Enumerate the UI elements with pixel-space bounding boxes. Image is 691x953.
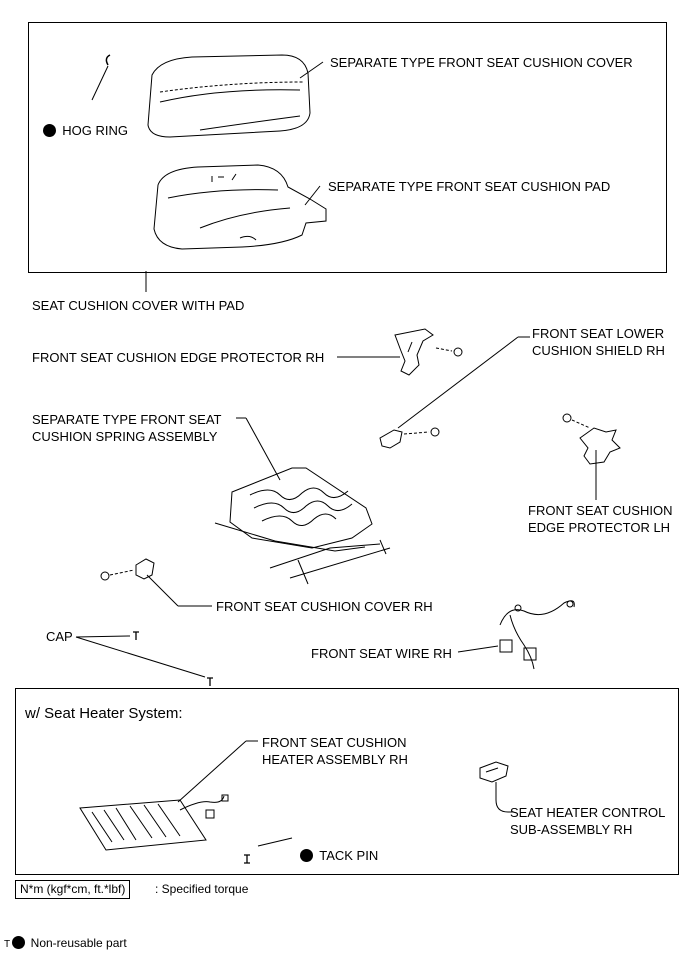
nonreusable-legend: Non-reusable part: [5, 918, 127, 952]
label-front-seat-wire: FRONT SEAT WIRE RH: [311, 646, 452, 661]
cushion-cover-rh-drawing: [100, 558, 155, 581]
label-tack-pin: TACK PIN: [293, 830, 378, 864]
cap-icon-2: [207, 677, 213, 686]
edge-protector-rh-drawing: [394, 328, 463, 376]
cap-icon-1: [133, 631, 139, 640]
label-cushion-cover: SEPARATE TYPE FRONT SEAT CUSHION COVER: [330, 55, 633, 70]
non-reusable-dot-icon: [300, 849, 314, 862]
label-edge-protector-lh: FRONT SEAT CUSHION EDGE PROTECTOR LH: [528, 503, 673, 535]
lower-cushion-shield-drawing: [379, 427, 440, 449]
label-cap: CAP: [46, 629, 73, 644]
seat-cushion-cover-drawing: [147, 54, 311, 138]
spring-assembly-drawing: [214, 467, 391, 585]
nonreusable-legend-text: Non-reusable part: [30, 936, 127, 950]
seat-heater-system-frame: [15, 688, 679, 875]
front-seat-wire-drawing: [499, 600, 575, 670]
label-cushion-pad: SEPARATE TYPE FRONT SEAT CUSHION PAD: [328, 179, 611, 194]
tack-pin-icon: [244, 854, 250, 864]
label-tack-pin-text: TACK PIN: [319, 848, 379, 863]
label-heater-control: SEAT HEATER CONTROL SUB-ASSEMBLY RH: [510, 805, 666, 837]
heater-assembly-drawing: [79, 794, 229, 851]
label-cushion-cover-rh: FRONT SEAT CUSHION COVER RH: [216, 599, 433, 614]
cushion-cover-with-pad-frame: [28, 22, 667, 273]
label-heater-assembly: FRONT SEAT CUSHION HEATER ASSEMBLY RH: [262, 735, 408, 767]
hog-ring-icon: [105, 54, 111, 66]
non-reusable-dot-icon: [11, 936, 25, 949]
non-reusable-dot-icon: [43, 124, 57, 137]
heater-control-drawing: [479, 761, 509, 783]
edge-protector-lh-drawing: [562, 413, 621, 465]
label-spring-assembly: SEPARATE TYPE FRONT SEAT CUSHION SPRING …: [32, 412, 222, 444]
seat-cushion-pad-drawing: [153, 164, 327, 250]
label-hog-ring-text: HOG RING: [62, 123, 128, 138]
torque-legend-box: N*m (kgf*cm, ft.*lbf): [15, 880, 131, 899]
label-edge-protector-rh: FRONT SEAT CUSHION EDGE PROTECTOR RH: [32, 350, 325, 365]
footer-mark: T: [4, 939, 11, 950]
label-hog-ring: HOG RING: [36, 105, 128, 139]
heater-section-title: w/ Seat Heater System:: [25, 705, 183, 722]
torque-legend-text: : Specified torque: [155, 882, 249, 896]
label-cover-with-pad: SEAT CUSHION COVER WITH PAD: [32, 298, 245, 313]
label-lower-cushion-shield: FRONT SEAT LOWER CUSHION SHIELD RH: [532, 326, 665, 358]
